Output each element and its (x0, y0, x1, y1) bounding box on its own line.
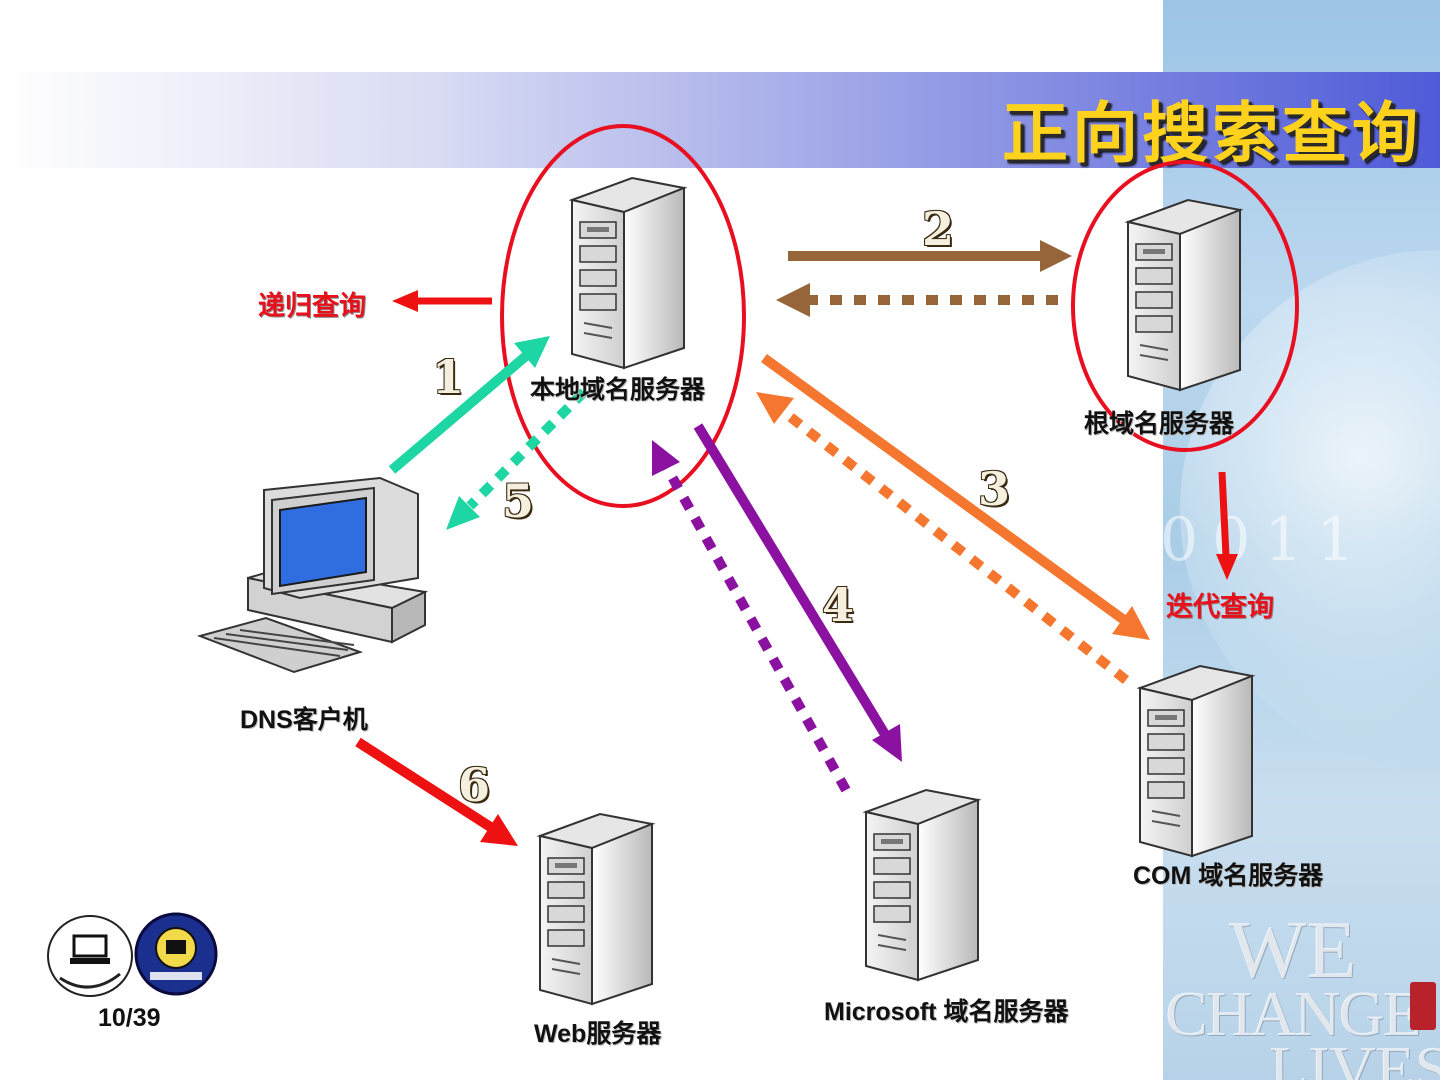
red-seal-stamp (1410, 982, 1436, 1030)
step4-response-arrow (652, 440, 851, 793)
step3-response-arrow (756, 392, 1130, 684)
web-server-icon (539, 813, 653, 1005)
root-dns-highlight-ring (1071, 160, 1299, 452)
web-server-label: Web服务器 (534, 1020, 662, 1048)
com-dns-server-icon (1139, 665, 1253, 857)
slogan-line-2: CHANGE (1165, 977, 1422, 1049)
iterative-query-arrow (1216, 471, 1238, 580)
step-number-3: 3 (978, 462, 1011, 516)
step-number-4: 4 (822, 578, 855, 632)
local-dns-label: 本地域名服务器 (530, 375, 706, 404)
slogan-watermark: WE CHANGE LIVES (1165, 904, 1440, 1080)
organization-logo (47, 915, 133, 997)
slogan-line-1: WE (1229, 904, 1357, 995)
step2-response-arrow (776, 283, 1058, 317)
iterative-query-label: 迭代查询 (1166, 592, 1274, 623)
slogan-line-3: LIVES (1269, 1032, 1440, 1080)
binary-watermark: 0011 (1160, 505, 1369, 575)
com-dns-label: COM 域名服务器 (1133, 862, 1324, 890)
step4-request-arrow (693, 423, 902, 762)
microsoft-dns-server-icon (865, 789, 979, 981)
client-label: DNS客户机 (240, 706, 368, 734)
step1-arrow (388, 336, 550, 474)
step-number-2: 2 (922, 202, 955, 256)
local-dns-highlight-ring (500, 124, 746, 508)
step5-arrow (446, 388, 588, 530)
recursive-query-label: 递归查询 (258, 291, 366, 322)
network-engineer-logo (134, 912, 218, 996)
step-number-6: 6 (458, 758, 491, 812)
step-number-1: 1 (432, 350, 465, 404)
root-dns-server-icon (1127, 199, 1241, 391)
title-band (0, 72, 1440, 168)
slide-title: 正向搜索查询 (1002, 94, 1422, 172)
step-number-5: 5 (502, 474, 535, 528)
recursive-query-arrow (392, 290, 492, 312)
microsoft-dns-label: Microsoft 域名服务器 (824, 998, 1069, 1026)
client-computer-icon (196, 476, 429, 674)
step3-request-arrow (761, 353, 1150, 640)
page-number: 10/39 (98, 1004, 161, 1032)
local-dns-server-icon (571, 177, 685, 369)
step6-arrow (355, 737, 518, 846)
step2-request-arrow (788, 240, 1072, 272)
root-dns-label: 根域名服务器 (1084, 409, 1235, 438)
